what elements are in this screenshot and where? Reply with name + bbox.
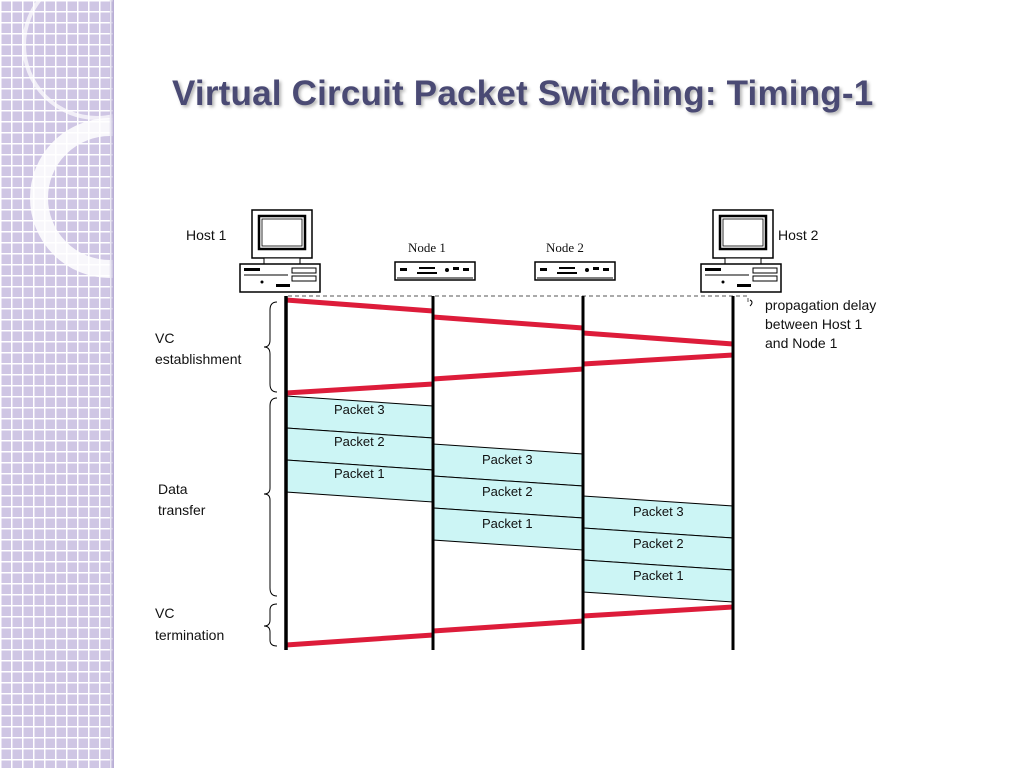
decorative-sidebar <box>0 0 114 768</box>
packet-3-hop-1-label: Packet 3 <box>334 402 385 417</box>
host-1-computer-icon <box>238 208 322 294</box>
vc-termination-brace <box>263 603 278 647</box>
vc-setup-request-hop-2 <box>432 314 584 331</box>
data-transfer-brace <box>263 397 278 597</box>
slide-title: Virtual Circuit Packet Switching: Timing… <box>172 74 874 113</box>
packet-1-hop-2-label: Packet 1 <box>482 516 533 531</box>
packet-3-hop-2-label: Packet 3 <box>482 452 533 467</box>
annotation-line-3: and Node 1 <box>765 335 838 351</box>
packet-2-hop-2-label: Packet 2 <box>482 484 533 499</box>
packet-2-hop-1-label: Packet 2 <box>334 434 385 449</box>
node-2-label: Node 2 <box>546 240 584 255</box>
vc-setup-request-hop-3 <box>582 330 734 347</box>
packet-1-hop-1-label: Packet 1 <box>334 466 385 481</box>
vc-termination-label-line-2: termination <box>155 627 224 643</box>
vc-establishment-brace <box>263 301 278 393</box>
vc-termination-hop-2 <box>432 618 584 634</box>
vc-establishment-label-line-1: VC <box>155 330 174 346</box>
data-transfer-label-line-1: Data <box>158 481 188 497</box>
packet-1-hop-3-label: Packet 1 <box>633 568 684 583</box>
annotation-line-1: propagation delay <box>765 297 876 313</box>
vc-setup-request-hop-1 <box>285 297 434 314</box>
propagation-delay-dashed-line <box>288 295 749 304</box>
host-2-label: Host 2 <box>778 227 819 243</box>
vc-termination-hop-1 <box>285 632 434 648</box>
vc-termination-hop-3 <box>582 604 734 619</box>
vc-setup-reply-hop-1 <box>285 381 434 396</box>
packet-3-hop-3-label: Packet 3 <box>633 504 684 519</box>
data-transfer-label-line-2: transfer <box>158 502 206 518</box>
annotation-line-2: between Host 1 <box>765 316 862 332</box>
packet-2-hop-3-label: Packet 2 <box>633 536 684 551</box>
host-1-label: Host 1 <box>186 227 227 243</box>
vc-termination-label-line-1: VC <box>155 605 174 621</box>
node-1-router-icon <box>394 261 476 281</box>
propagation-delay-brace <box>749 299 753 307</box>
vc-establishment-label-line-2: establishment <box>155 351 241 367</box>
vc-setup-reply-hop-3 <box>582 352 734 367</box>
vc-setup-reply-hop-2 <box>432 366 584 382</box>
node-1-label: Node 1 <box>408 240 446 255</box>
node-2-router-icon <box>534 261 616 281</box>
host-2-computer-icon <box>699 208 783 294</box>
